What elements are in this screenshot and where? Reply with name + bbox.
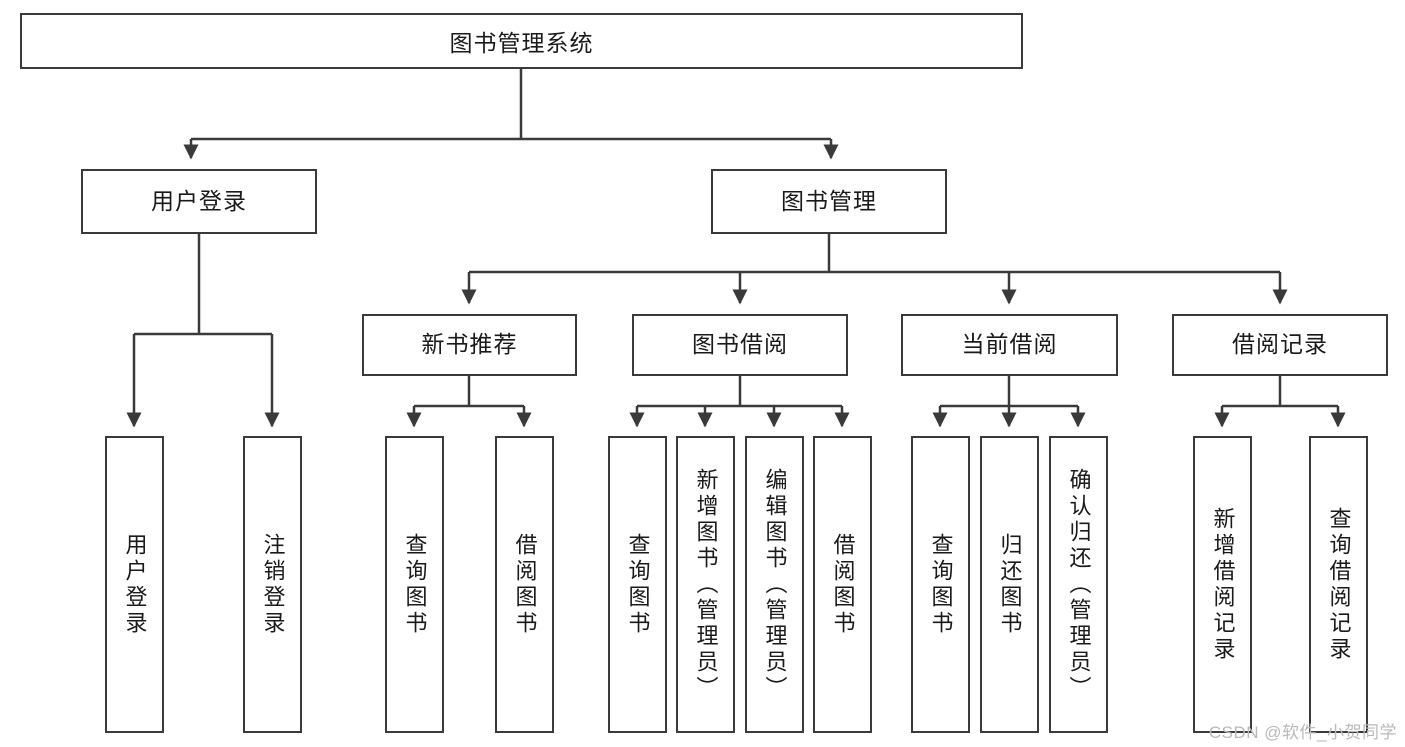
leaf-label: 查询图书 [625,532,651,637]
leaf-label: 归还图书 [997,532,1023,637]
watermark: CSDN @软件_小贺同学 [1208,723,1397,742]
node-book-management[interactable]: 图书管理 [711,169,947,234]
node-borrow-record[interactable]: 借阅记录 [1172,314,1388,376]
leaf-return-book[interactable]: 归还图书 [980,436,1039,733]
leaf-user-login[interactable]: 用户登录 [105,436,164,733]
node-book-borrow[interactable]: 图书借阅 [632,314,848,376]
leaf-label: 注销登录 [260,532,286,637]
leaf-label: 编辑图书（管理员） [762,467,788,702]
leaf-logout-login[interactable]: 注销登录 [243,436,302,733]
leaf-query-book-1[interactable]: 查询图书 [385,436,444,733]
leaf-label: 借阅图书 [830,532,856,637]
node-label: 图书管理 [781,187,877,214]
leaf-confirm-return[interactable]: 确认归还（管理员） [1049,436,1108,733]
leaf-label: 查询图书 [928,532,954,637]
leaf-add-book[interactable]: 新增图书（管理员） [676,436,735,733]
leaf-label: 查询借阅记录 [1326,506,1352,663]
node-book-management-system[interactable]: 图书管理系统 [20,13,1023,69]
leaf-query-book-3[interactable]: 查询图书 [911,436,970,733]
leaf-label: 查询图书 [402,532,428,637]
node-label: 当前借阅 [961,331,1058,358]
node-label: 借阅记录 [1232,331,1328,358]
leaf-edit-book[interactable]: 编辑图书（管理员） [745,436,804,733]
leaf-borrow-book-1[interactable]: 借阅图书 [495,436,554,733]
node-current-borrow[interactable]: 当前借阅 [901,314,1118,376]
leaf-query-record[interactable]: 查询借阅记录 [1309,436,1368,733]
leaf-label: 确认归还（管理员） [1066,467,1092,702]
node-label: 用户登录 [151,187,247,214]
leaf-query-book-2[interactable]: 查询图书 [608,436,667,733]
node-user-login[interactable]: 用户登录 [81,169,317,234]
node-label: 图书管理系统 [449,30,594,56]
leaf-borrow-book-2[interactable]: 借阅图书 [813,436,872,733]
leaf-add-record[interactable]: 新增借阅记录 [1193,436,1252,733]
leaf-label: 新增图书（管理员） [693,467,719,702]
leaf-label: 用户登录 [122,532,148,637]
node-label: 新书推荐 [421,331,518,358]
node-new-book-recommend[interactable]: 新书推荐 [362,314,577,376]
node-label: 图书借阅 [692,331,788,358]
leaf-label: 新增借阅记录 [1210,506,1236,663]
leaf-label: 借阅图书 [512,532,538,637]
